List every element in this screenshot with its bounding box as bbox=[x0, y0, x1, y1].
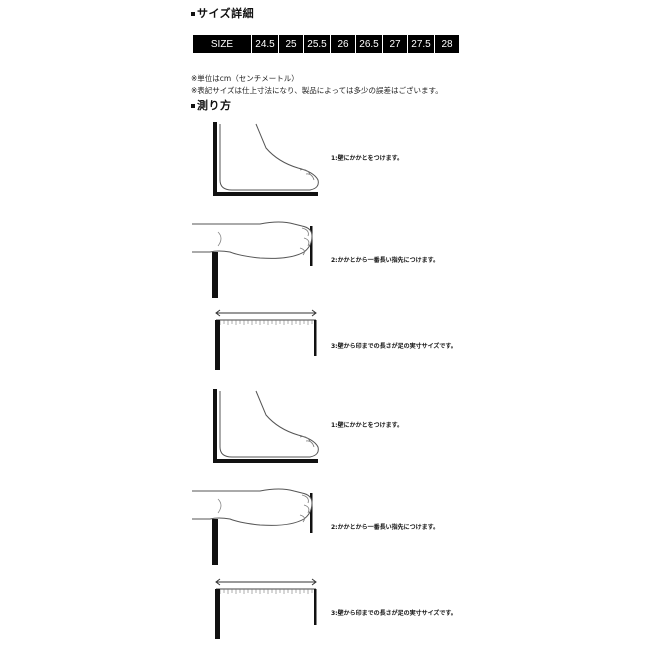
step-3-text: 3:壁から印までの長さが足の実寸サイズです。 bbox=[331, 343, 457, 350]
size-cell: 27.5 bbox=[407, 35, 435, 53]
ruler-measure-icon bbox=[215, 309, 317, 370]
size-cell: 27 bbox=[382, 35, 408, 53]
step-2-text: 2:かかとから一番長い指先につけます。 bbox=[331, 524, 439, 531]
foot-top-view-icon bbox=[192, 221, 313, 298]
size-row-label: SIZE bbox=[210, 38, 234, 50]
size-cell: 25 bbox=[278, 35, 304, 53]
step-2-text: 2:かかとから一番長い指先につけます。 bbox=[331, 257, 439, 264]
size-cell: 26 bbox=[330, 35, 356, 53]
heel-against-wall-icon bbox=[213, 389, 319, 463]
measure-heading: 測り方 bbox=[191, 97, 232, 113]
size-cell: 25.5 bbox=[303, 35, 331, 53]
ruler-measure-icon bbox=[215, 578, 317, 639]
step-3-text: 3:壁から印までの長さが足の実寸サイズです。 bbox=[331, 610, 457, 617]
size-table: SIZE 24.5 25 25.5 26 26.5 27 27.5 28 bbox=[193, 35, 459, 53]
size-row: SIZE 24.5 25 25.5 26 26.5 27 27.5 28 bbox=[193, 35, 459, 53]
foot-top-view-icon bbox=[192, 488, 313, 565]
square-bullet-icon bbox=[191, 12, 195, 16]
heel-against-wall-icon bbox=[213, 122, 319, 196]
square-bullet-icon bbox=[191, 104, 195, 108]
size-cell: 24.5 bbox=[251, 35, 279, 53]
step-1-text: 1:壁にかかとをつけます。 bbox=[331, 155, 403, 162]
step-1-text: 1:壁にかかとをつけます。 bbox=[331, 422, 403, 429]
size-details-heading: サイズ詳細 bbox=[191, 5, 254, 21]
tolerance-note: ※表記サイズは仕上寸法になり、製品によっては多少の誤差はございます。 bbox=[191, 86, 443, 95]
size-cell: 28 bbox=[434, 35, 459, 53]
unit-note: ※単位はcm（センチメートル） bbox=[191, 74, 299, 83]
size-cell: 26.5 bbox=[355, 35, 383, 53]
